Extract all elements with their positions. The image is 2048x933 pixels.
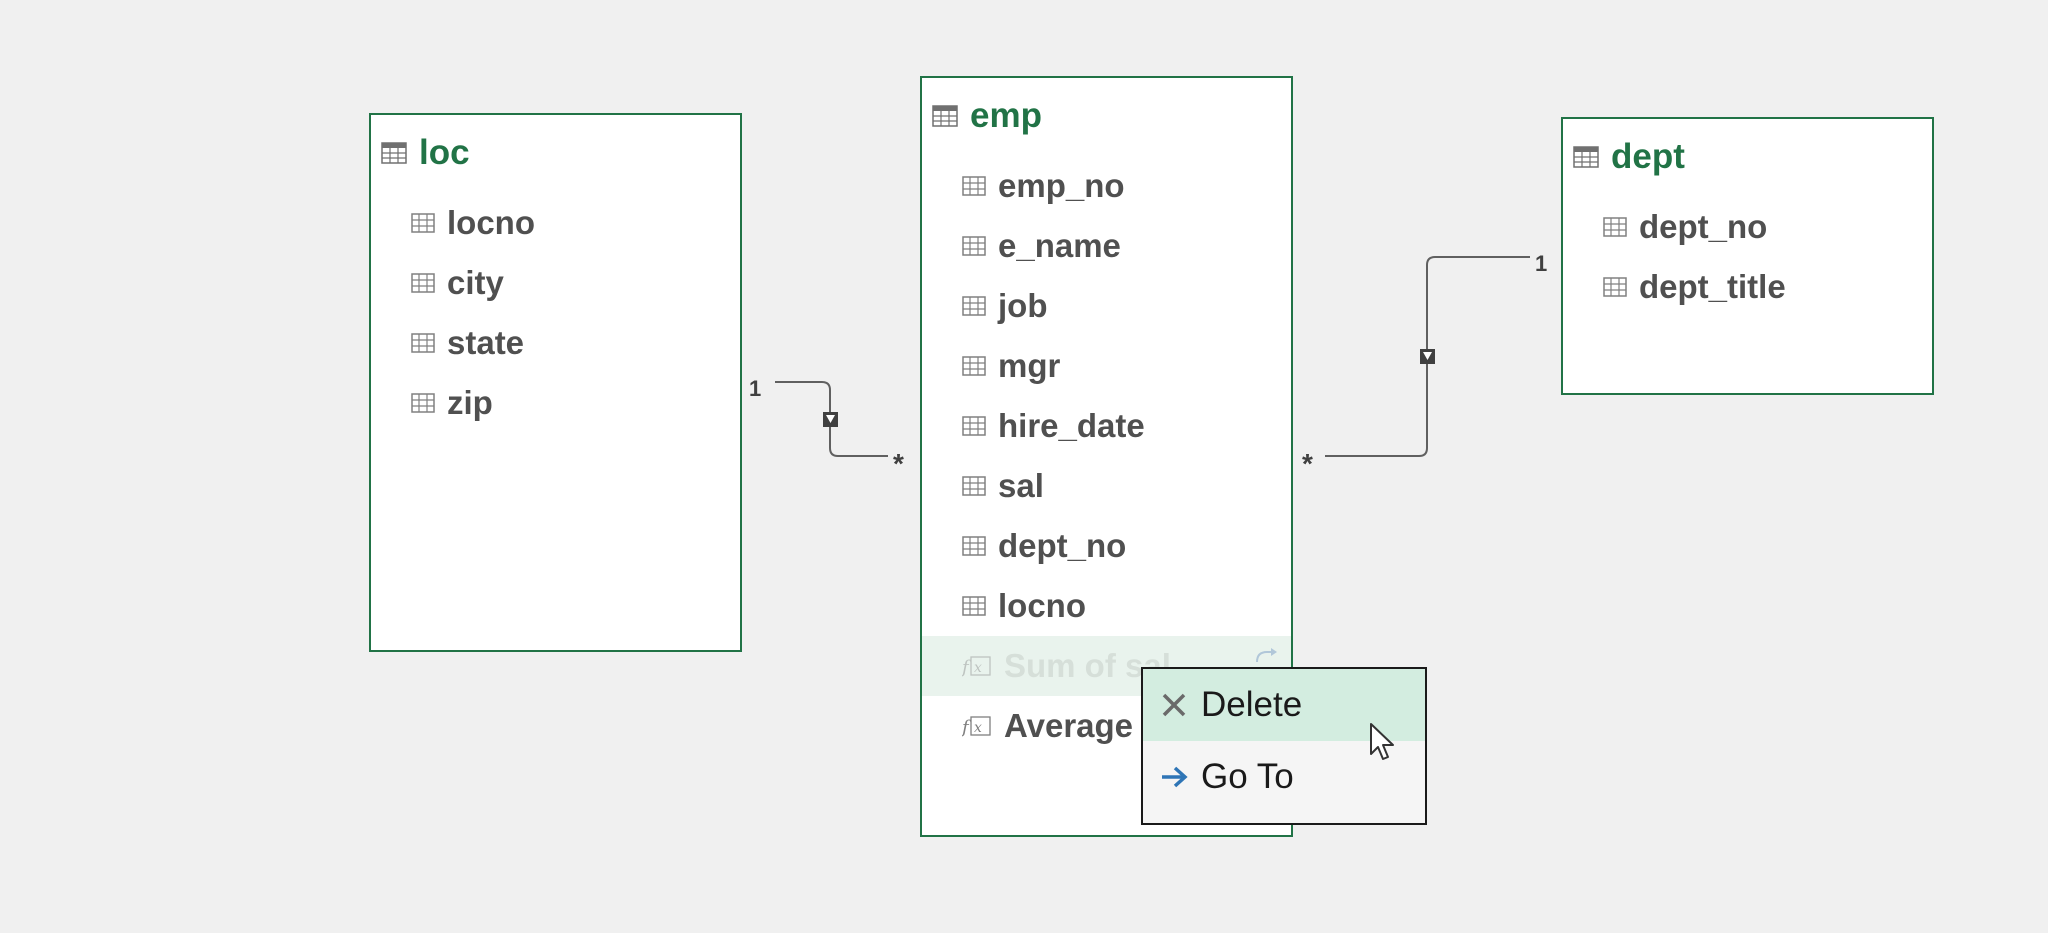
column-icon bbox=[411, 393, 435, 413]
table-header[interactable]: dept bbox=[1573, 133, 1685, 181]
cardinality-one-label: 1 bbox=[1535, 251, 1548, 276]
x-icon bbox=[1159, 690, 1189, 720]
table-icon bbox=[932, 105, 958, 127]
column-icon bbox=[962, 176, 986, 196]
column-icon bbox=[962, 596, 986, 616]
field-name: dept_title bbox=[1639, 268, 1786, 305]
cardinality-many-label: * bbox=[893, 448, 904, 479]
cardinality-many-label: * bbox=[1302, 448, 1313, 479]
field-name: zip bbox=[447, 384, 493, 421]
svg-text:f: f bbox=[962, 657, 972, 677]
field-name: dept_no bbox=[1639, 208, 1768, 245]
table-loc[interactable]: loc locno city state zip bbox=[369, 113, 742, 652]
field-row[interactable]: zip bbox=[371, 373, 740, 433]
menu-item-label: Delete bbox=[1201, 685, 1303, 724]
svg-text:x: x bbox=[974, 720, 982, 736]
field-name: Average bbox=[1004, 707, 1134, 744]
field-name: sal bbox=[998, 467, 1044, 504]
field-row[interactable]: locno bbox=[922, 576, 1291, 636]
svg-text:f: f bbox=[962, 717, 972, 737]
column-icon bbox=[962, 356, 986, 376]
field-name: locno bbox=[998, 587, 1086, 624]
field-row[interactable]: emp_no bbox=[922, 156, 1291, 216]
table-header[interactable]: emp bbox=[932, 92, 1042, 140]
column-icon bbox=[1603, 217, 1627, 237]
field-name: job bbox=[998, 287, 1048, 324]
field-row[interactable]: e_name bbox=[922, 216, 1291, 276]
column-icon bbox=[962, 236, 986, 256]
field-name: mgr bbox=[998, 347, 1061, 384]
filter-direction-icon bbox=[1420, 349, 1435, 364]
column-icon bbox=[1603, 277, 1627, 297]
table-title: dept bbox=[1611, 137, 1685, 176]
field-name: emp_no bbox=[998, 167, 1125, 204]
filter-direction-icon bbox=[823, 412, 838, 427]
table-title: emp bbox=[970, 96, 1042, 135]
field-row[interactable]: city bbox=[371, 253, 740, 313]
table-title: loc bbox=[419, 133, 470, 172]
field-name: state bbox=[447, 324, 525, 361]
table-header[interactable]: loc bbox=[381, 129, 470, 177]
field-row[interactable]: state bbox=[371, 313, 740, 373]
field-name: dept_no bbox=[998, 527, 1127, 564]
arrow-right-icon bbox=[1159, 762, 1189, 792]
field-row[interactable]: hire_date bbox=[922, 396, 1291, 456]
field-row[interactable]: dept_no bbox=[922, 516, 1291, 576]
table-dept[interactable]: dept dept_no dept_title bbox=[1561, 117, 1934, 395]
column-icon bbox=[962, 416, 986, 436]
column-icon bbox=[411, 213, 435, 233]
column-icon bbox=[411, 273, 435, 293]
menu-item-label: Go To bbox=[1201, 757, 1294, 796]
field-row[interactable]: locno bbox=[371, 193, 740, 253]
field-row[interactable]: dept_no bbox=[1563, 197, 1932, 257]
menu-item-delete[interactable]: Delete bbox=[1143, 669, 1425, 741]
column-icon bbox=[411, 333, 435, 353]
mouse-cursor-icon bbox=[1369, 722, 1397, 767]
field-name: hire_date bbox=[998, 407, 1145, 444]
column-icon bbox=[962, 476, 986, 496]
field-name: locno bbox=[447, 204, 535, 241]
field-row[interactable]: mgr bbox=[922, 336, 1291, 396]
field-row[interactable]: dept_title bbox=[1563, 257, 1932, 317]
link-icon bbox=[1253, 648, 1277, 675]
table-icon bbox=[381, 142, 407, 164]
menu-item-go-to[interactable]: Go To bbox=[1143, 741, 1425, 813]
column-icon bbox=[962, 536, 986, 556]
field-name: city bbox=[447, 264, 504, 301]
svg-text:x: x bbox=[974, 660, 982, 676]
field-row[interactable]: sal bbox=[922, 456, 1291, 516]
field-name: e_name bbox=[998, 227, 1121, 264]
table-icon bbox=[1573, 146, 1599, 168]
cardinality-one-label: 1 bbox=[749, 376, 762, 401]
field-row[interactable]: job bbox=[922, 276, 1291, 336]
column-icon bbox=[962, 296, 986, 316]
